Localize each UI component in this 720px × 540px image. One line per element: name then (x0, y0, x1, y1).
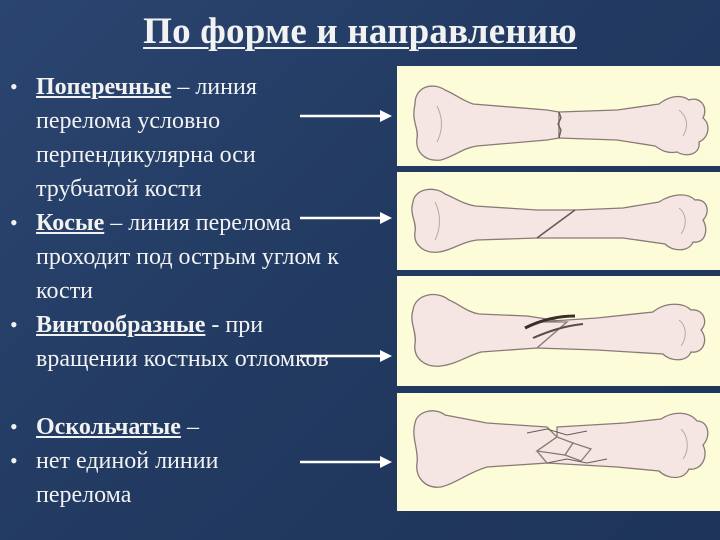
comminuted-fracture-image (397, 393, 720, 511)
arrow-icon (300, 456, 392, 468)
bullet-text: – линия перелома условно перпендикулярна… (36, 74, 257, 202)
arrow-icon (300, 350, 392, 362)
bullet-term: Винтообразные (36, 312, 206, 338)
oblique-fracture-image (397, 172, 720, 270)
oblique-fracture-bone-icon (411, 188, 708, 253)
slide-title: По форме и направлению (143, 11, 577, 52)
spiral-fracture-image (397, 276, 720, 386)
bullet-item-transverse: • Поперечные – линия перелома условно пер… (8, 70, 358, 206)
bullet-item-no-line: • нет единой линии перелома (8, 444, 276, 512)
bullet-text: нет единой линии перелома (36, 448, 219, 508)
bullet-term: Оскольчатые (36, 414, 181, 440)
bullet-text: – линия перелома проходит под острым угл… (36, 210, 339, 304)
transverse-fracture-bone-icon (413, 85, 709, 161)
bullet-icon: • (10, 414, 18, 439)
bullet-term: Косые (36, 210, 105, 236)
arrow-icon (300, 212, 392, 224)
bullet-icon: • (10, 74, 18, 99)
spiral-fracture-bone-icon (411, 293, 706, 367)
bullet-icon: • (10, 448, 18, 473)
bullet-item-comminuted: • Оскольчатые – (8, 410, 358, 444)
bullet-icon: • (10, 210, 18, 235)
bullet-term: Поперечные (36, 74, 172, 100)
arrow-icon (300, 110, 392, 122)
bullet-text: – (180, 414, 199, 440)
bullet-text: - при вращении костных отломков (36, 312, 329, 372)
comminuted-fracture-bone-icon (413, 410, 709, 488)
bullet-item-oblique: • Косые – линия перелома проходит под ост… (8, 206, 358, 308)
transverse-fracture-image (397, 66, 720, 166)
bullet-item-spiral: • Винтообразные - при вращении костных от… (8, 308, 358, 410)
bullet-list: • Поперечные – линия перелома условно пер… (8, 70, 358, 512)
bullet-icon: • (10, 312, 18, 337)
